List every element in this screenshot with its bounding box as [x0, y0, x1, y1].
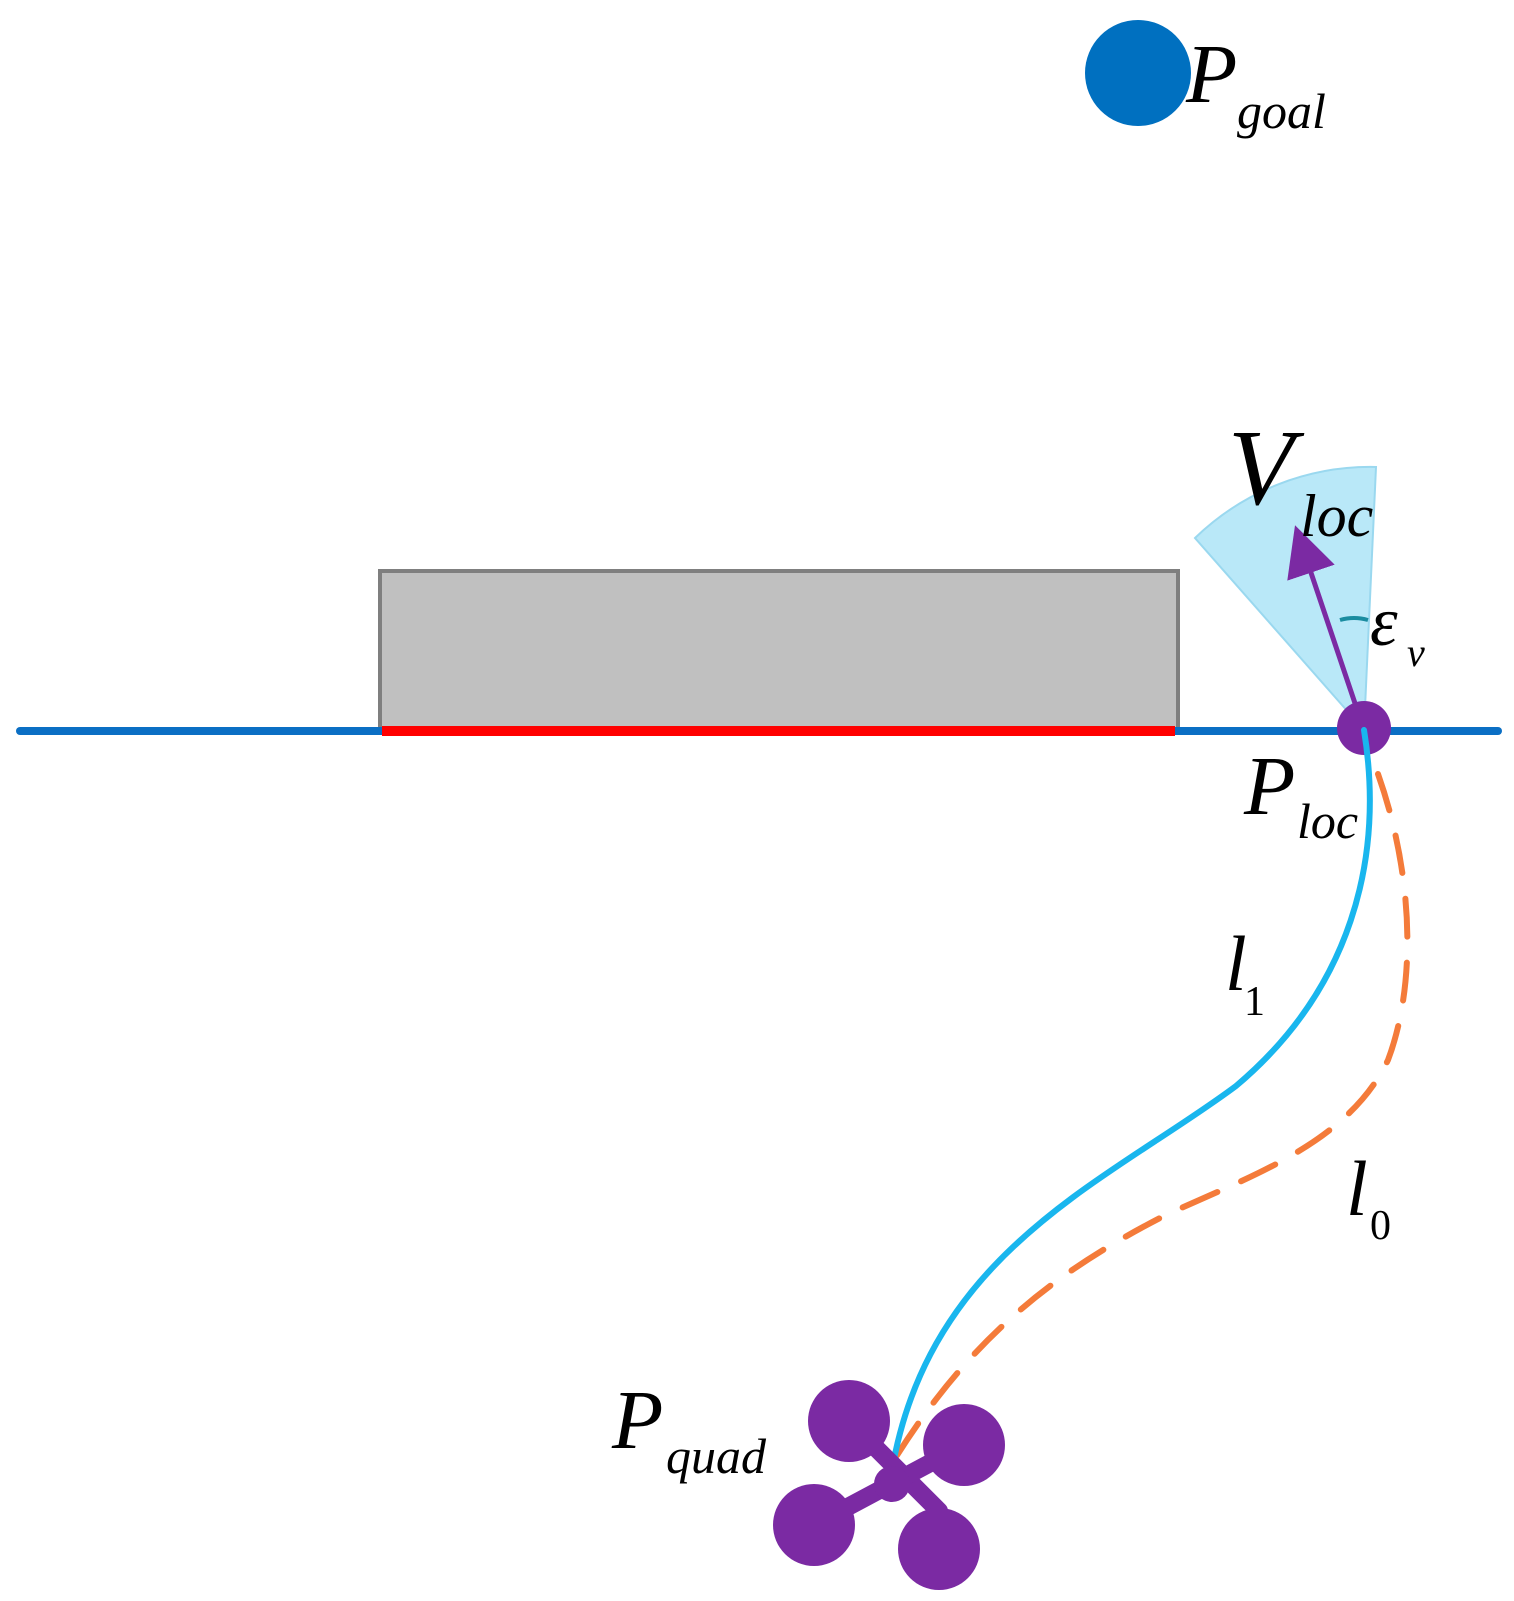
- goal-label-main: P: [1185, 28, 1237, 121]
- path-l0-label: l 0: [1346, 1145, 1391, 1249]
- velocity-label-sub: loc: [1300, 483, 1373, 549]
- local-point-label-sub: loc: [1297, 793, 1358, 849]
- path-l0-label-main: l: [1346, 1145, 1368, 1232]
- path-l1: [889, 727, 1373, 1473]
- path-l1-label: l 1: [1225, 920, 1265, 1025]
- local-point-label-main: P: [1243, 740, 1295, 833]
- epsilon-label-sub: v: [1407, 630, 1425, 675]
- velocity-label: V loc: [1228, 409, 1373, 549]
- quadrotor-rotor: [773, 1484, 855, 1566]
- quad-label-main: P: [611, 1374, 663, 1467]
- goal-point: [1085, 20, 1191, 126]
- quadrotor-rotor: [898, 1508, 980, 1590]
- quadrotor-icon: [773, 1380, 1005, 1590]
- quadrotor-body: [874, 1466, 910, 1502]
- epsilon-label-main: ε: [1370, 584, 1398, 661]
- angle-arc: [1339, 616, 1369, 622]
- goal-label: P goal: [1185, 28, 1326, 139]
- path-l0-label-sub: 0: [1370, 1203, 1391, 1249]
- velocity-arrow: [1287, 525, 1367, 731]
- quadrotor-rotor: [923, 1404, 1005, 1486]
- quad-label: P quad: [611, 1374, 767, 1484]
- quad-label-sub: quad: [666, 1428, 767, 1484]
- quadrotor-rotor: [808, 1380, 890, 1462]
- local-point-label: P loc: [1243, 740, 1358, 849]
- velocity-label-main: V: [1228, 409, 1305, 528]
- obstacle-block: [378, 569, 1180, 733]
- goal-label-sub: goal: [1237, 83, 1326, 139]
- path-l1-label-sub: 1: [1244, 979, 1265, 1025]
- path-l1-label-main: l: [1225, 920, 1247, 1007]
- epsilon-label: ε v: [1370, 584, 1425, 675]
- path-l0: [891, 771, 1411, 1463]
